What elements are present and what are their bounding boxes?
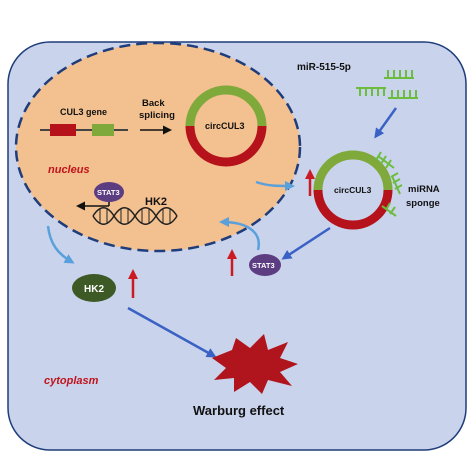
- hk2-protein-oval: [72, 274, 116, 302]
- stat3-cytoplasm-label: STAT3: [252, 261, 275, 270]
- hk2-to-warburg-arrow: [127, 306, 217, 358]
- mirna-label: miR-515-5p: [297, 62, 351, 73]
- hk2-gene-label: HK2: [145, 196, 167, 208]
- back-splicing-label-line1: Back: [142, 98, 165, 109]
- circcul3-nucleus-label: circCUL3: [205, 121, 245, 131]
- circ-to-stat3-arrow: [281, 226, 331, 260]
- back-splicing-label-line2: splicing: [139, 110, 175, 121]
- mirna-sponge-label-line1: miRNA: [408, 184, 440, 195]
- stat3-cytoplasm-oval: [249, 254, 281, 276]
- hk2-export-arrow: [46, 225, 75, 264]
- dna-helix-icon: [92, 207, 178, 225]
- bound-mirna-icon: [375, 151, 403, 217]
- mirna-sponge-label-line2: sponge: [406, 198, 440, 209]
- mirna-to-circ-arrow: [374, 107, 398, 139]
- cul3-gene-label: CUL3 gene: [60, 107, 107, 117]
- circcul3-cytoplasm-label: circCUL3: [334, 185, 372, 195]
- circcul3-cytoplasm-ring: [313, 150, 393, 230]
- stat3-nuclear-import-arrow: [219, 217, 260, 251]
- nucleus-label: nucleus: [48, 164, 90, 176]
- stat3-nucleus-oval: [94, 182, 124, 202]
- stat3-nucleus-label: STAT3: [97, 188, 120, 197]
- hk2-protein-label: HK2: [84, 284, 104, 295]
- cul3-gene-icon: [40, 124, 128, 136]
- nucleus-export-arrow: [255, 180, 295, 191]
- warburg-starburst-icon: [212, 334, 298, 394]
- cytoplasm-label: cytoplasm: [44, 375, 99, 387]
- mirna-strand-icon: [356, 70, 418, 99]
- circcul3-nucleus-ring: [185, 85, 267, 167]
- warburg-effect-label: Warburg effect: [193, 403, 285, 418]
- nucleus-body: [14, 41, 302, 253]
